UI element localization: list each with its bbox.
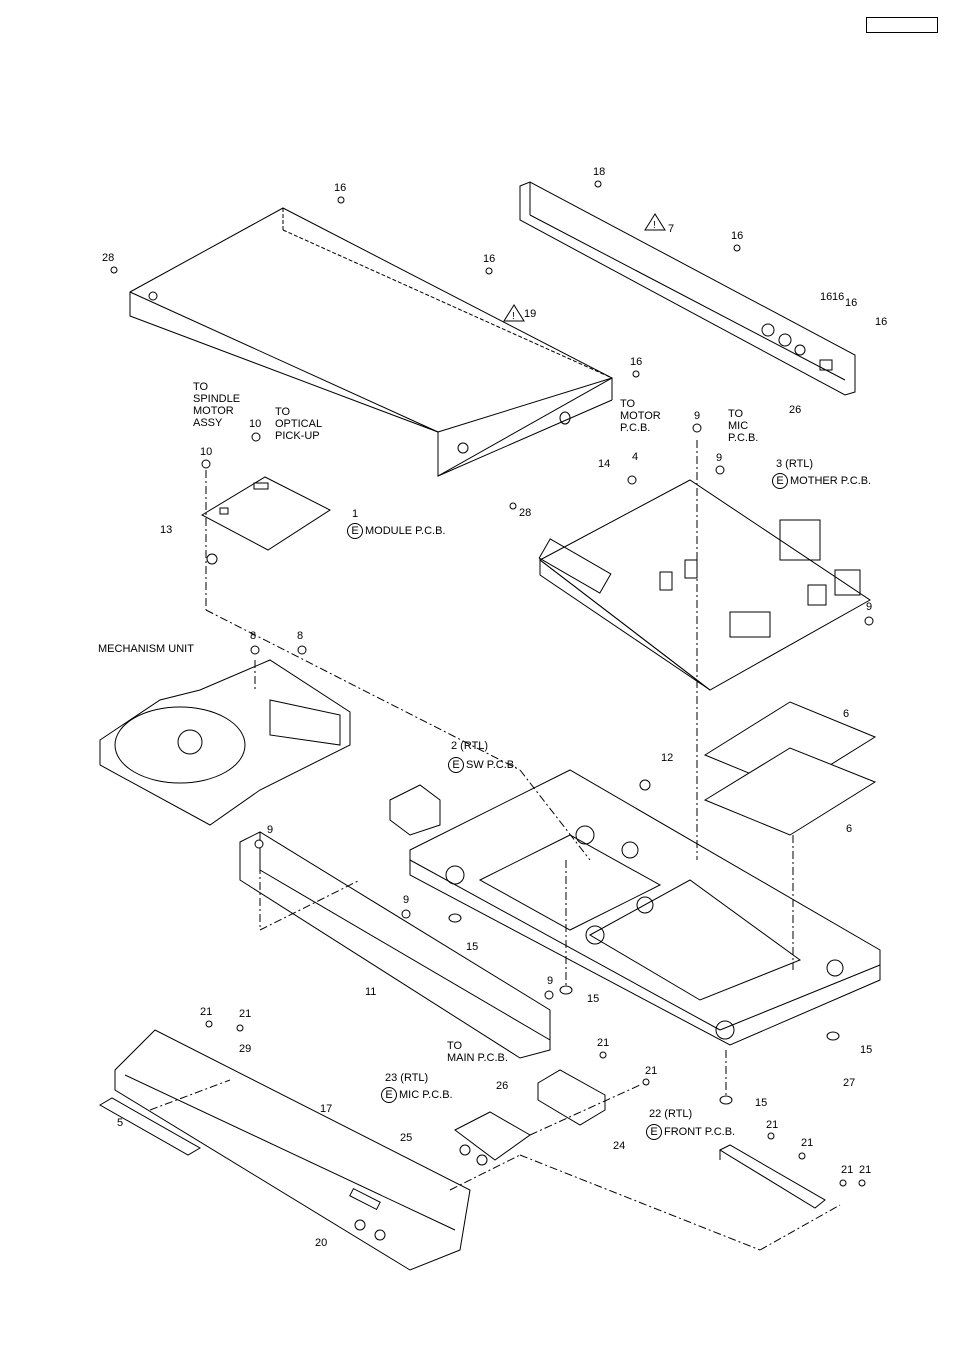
top-cover bbox=[129, 207, 614, 477]
bracket-24 bbox=[537, 1069, 606, 1126]
e-mark-icon: E bbox=[646, 1124, 662, 1140]
part-number-16: 16 bbox=[334, 182, 347, 194]
part-number-21: 21 bbox=[841, 1164, 854, 1176]
e-mark-icon: E bbox=[381, 1087, 397, 1103]
part-number-21: 21 bbox=[597, 1037, 610, 1049]
warning-triangle-icon-19: ! bbox=[503, 304, 525, 322]
part-number-9: 9 bbox=[716, 452, 723, 464]
part-number-22-rtl: 22 (RTL) bbox=[649, 1108, 693, 1120]
rear-panel bbox=[519, 181, 856, 396]
mother-pcb bbox=[538, 479, 871, 691]
part-number-11: 11 bbox=[365, 986, 377, 998]
insulator-sheets bbox=[703, 701, 877, 836]
window-strip bbox=[98, 1097, 202, 1156]
part-number-26: 26 bbox=[496, 1080, 509, 1092]
mechanism-unit bbox=[99, 659, 351, 826]
part-number-7: 7 bbox=[668, 223, 675, 235]
part-number-4: 4 bbox=[632, 451, 639, 463]
part-number-16: 16 bbox=[875, 316, 888, 328]
part-number-25: 25 bbox=[400, 1132, 413, 1144]
front-panel bbox=[114, 1029, 471, 1271]
part-number-16: 16 bbox=[630, 356, 643, 368]
module-pcb bbox=[200, 476, 332, 551]
part-number-18: 18 bbox=[593, 166, 606, 178]
front-pcb bbox=[718, 1144, 826, 1209]
chassis bbox=[409, 769, 881, 1046]
part-number-16: 16 bbox=[731, 230, 744, 242]
part-number-15: 15 bbox=[466, 941, 479, 953]
part-number-9: 9 bbox=[267, 824, 274, 836]
to-main-pcb-note: TO MAIN P.C.B. bbox=[447, 1040, 508, 1064]
part-number-6: 6 bbox=[846, 823, 853, 835]
to-mic-pcb-note: TO MIC P.C.B. bbox=[728, 408, 759, 444]
assembly-guide-lines bbox=[149, 440, 841, 1251]
part-number-10: 10 bbox=[249, 418, 262, 430]
page-header-box bbox=[866, 17, 938, 33]
module-pcb-text: MODULE P.C.B. bbox=[365, 525, 446, 537]
part-number-5: 5 bbox=[117, 1117, 124, 1129]
to-motor-pcb-note: TO MOTOR P.C.B. bbox=[620, 398, 661, 434]
part-number-21: 21 bbox=[766, 1119, 779, 1131]
part-number-13: 13 bbox=[160, 524, 173, 536]
part-number-10: 10 bbox=[200, 446, 213, 458]
sw-pcb-text: SW P.C.B. bbox=[466, 759, 518, 771]
mic-pcb bbox=[454, 1111, 531, 1166]
part-number-21: 21 bbox=[645, 1065, 658, 1077]
e-mark-icon: E bbox=[448, 757, 464, 773]
sw-pcb bbox=[389, 784, 441, 836]
svg-text:!: ! bbox=[653, 220, 656, 231]
part-number-15: 15 bbox=[755, 1097, 768, 1109]
mechanism-unit-label: MECHANISM UNIT bbox=[98, 643, 194, 655]
part-number-8: 8 bbox=[297, 630, 304, 642]
part-number-21: 21 bbox=[239, 1008, 252, 1020]
part-number-21: 21 bbox=[859, 1164, 872, 1176]
e-mark-icon: E bbox=[772, 473, 788, 489]
part-number-23-rtl: 23 (RTL) bbox=[385, 1072, 429, 1084]
part-number-20: 20 bbox=[315, 1237, 328, 1249]
part-number-28: 28 bbox=[102, 252, 115, 264]
front-pcb-text: FRONT P.C.B. bbox=[664, 1126, 736, 1138]
to-optical-pickup-note: TO OPTICAL PICK-UP bbox=[275, 406, 323, 442]
part-number-24: 24 bbox=[613, 1140, 626, 1152]
part-number-27: 27 bbox=[843, 1077, 856, 1089]
part-number-9: 9 bbox=[547, 975, 554, 987]
part-number-16: 16 bbox=[845, 297, 858, 309]
part-number-15: 15 bbox=[587, 993, 600, 1005]
part-number-16: 16 bbox=[483, 253, 496, 265]
part-number-29: 29 bbox=[239, 1043, 252, 1055]
part-number-9: 9 bbox=[694, 410, 701, 422]
part-number-15: 15 bbox=[860, 1044, 873, 1056]
mic-pcb-text: MIC P.C.B. bbox=[399, 1089, 453, 1101]
part-number-14: 14 bbox=[598, 458, 611, 470]
part-number-19: 19 bbox=[524, 308, 537, 320]
part-number-21: 21 bbox=[200, 1006, 213, 1018]
mother-pcb-text: MOTHER P.C.B. bbox=[790, 475, 872, 487]
warning-triangle-icon-7: ! bbox=[644, 213, 666, 231]
e-mark-icon: E bbox=[347, 523, 363, 539]
part-number-3-rtl: 3 (RTL) bbox=[776, 458, 814, 470]
part-number-12: 12 bbox=[661, 752, 674, 764]
part-number-16: 16 bbox=[820, 291, 833, 303]
part-number-17: 17 bbox=[320, 1103, 333, 1115]
part-number-2-rtl: 2 (RTL) bbox=[451, 740, 489, 752]
svg-text:!: ! bbox=[512, 311, 515, 322]
to-spindle-motor-note: TO SPINDLE MOTOR ASSY bbox=[193, 381, 241, 429]
part-number-28: 28 bbox=[519, 507, 532, 519]
part-number-9: 9 bbox=[403, 894, 410, 906]
part-number-8: 8 bbox=[250, 630, 257, 642]
part-number-9: 9 bbox=[866, 601, 873, 613]
part-number-6: 6 bbox=[843, 708, 850, 720]
part-number-1: 1 bbox=[352, 508, 359, 520]
part-number-16: 16 bbox=[832, 291, 845, 303]
screws bbox=[110, 180, 874, 1187]
foot-pads bbox=[448, 913, 840, 1105]
part-number-21: 21 bbox=[801, 1137, 814, 1149]
part-number-26: 26 bbox=[789, 404, 802, 416]
